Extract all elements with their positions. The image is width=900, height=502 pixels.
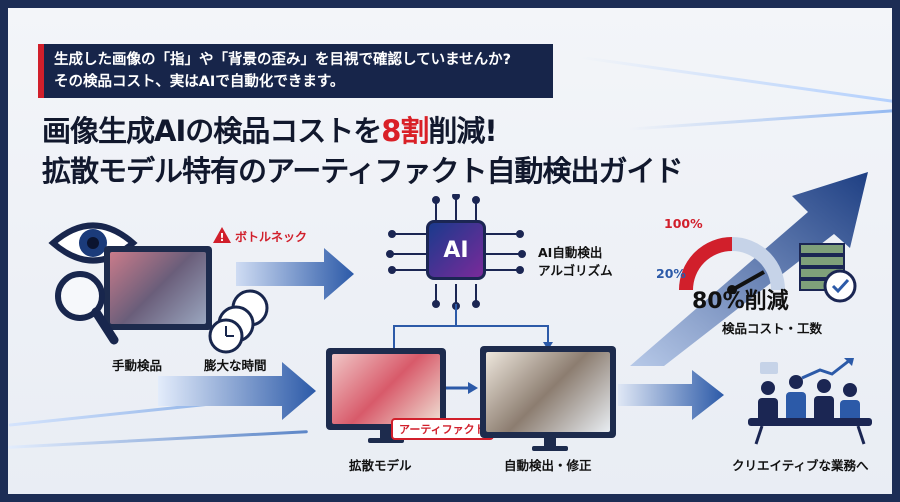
gauge-top-label: 100% — [664, 216, 703, 231]
light-streak — [628, 108, 892, 131]
detect-label: 自動検出・修正 — [504, 458, 592, 473]
artifact-tag: アーティファクト — [391, 418, 494, 440]
flow-arrow-icon — [236, 248, 354, 300]
manual-monitor — [104, 246, 212, 330]
diffusion-monitor — [326, 348, 446, 430]
detected-screen — [486, 352, 610, 432]
light-streak — [8, 430, 308, 449]
banner-line-1: 生成した画像の「指」や「背景の歪み」を目視で確認していませんか? — [54, 52, 512, 68]
title-part: 画像生成AIの検品コストを — [42, 114, 382, 148]
team-meeting-icon — [748, 358, 872, 445]
money-stack-icon — [799, 243, 857, 303]
diffusion-label: 拡散モデル — [349, 458, 412, 473]
warning-icon: ! — [213, 227, 231, 244]
reduction-caption: 検品コスト・工数 — [722, 321, 823, 336]
gauge-bottom-label: 20% — [656, 266, 686, 281]
diffusion-screen — [332, 354, 440, 424]
title-part: 削減! — [428, 114, 497, 148]
time-label: 膨大な時間 — [204, 358, 267, 373]
manual-screen — [110, 252, 206, 324]
arrow-right-icon — [446, 382, 478, 394]
monitor-stand — [532, 438, 568, 451]
svg-text:!: ! — [219, 231, 224, 244]
gauge-icon — [679, 237, 785, 294]
ai-caption-1: AI自動検出 — [538, 245, 603, 260]
title-highlight: 8割 — [381, 114, 429, 148]
ai-caption-2: アルゴリズム — [538, 263, 613, 278]
intro-banner: 生成した画像の「指」や「背景の歪み」を目視で確認していませんか? その検品コスト… — [38, 44, 553, 98]
light-streak — [579, 55, 892, 104]
circuit-icon — [386, 194, 526, 310]
ai-chip: AI — [426, 220, 486, 280]
flow-arrow-icon — [618, 370, 724, 420]
bottleneck-label: ボトルネック — [235, 230, 308, 244]
magnifier-icon — [55, 271, 119, 345]
eye-icon — [48, 222, 138, 264]
manual-label: 手動検品 — [112, 358, 163, 373]
outcome-label: クリエイティブな業務へ — [732, 458, 869, 473]
growth-arrow-icon — [630, 172, 868, 366]
clock-icon — [208, 289, 269, 354]
banner-line-2: その検品コスト、実はAIで自動化できます。 — [54, 74, 345, 90]
page-title: 画像生成AIの検品コストを8割削減! — [42, 108, 498, 150]
page-subtitle: 拡散モデル特有のアーティファクト自動検出ガイド — [42, 154, 684, 188]
reduction-value: 80%削減 — [692, 289, 789, 314]
flow-arrow-icon — [158, 362, 316, 420]
detected-monitor — [480, 346, 616, 438]
